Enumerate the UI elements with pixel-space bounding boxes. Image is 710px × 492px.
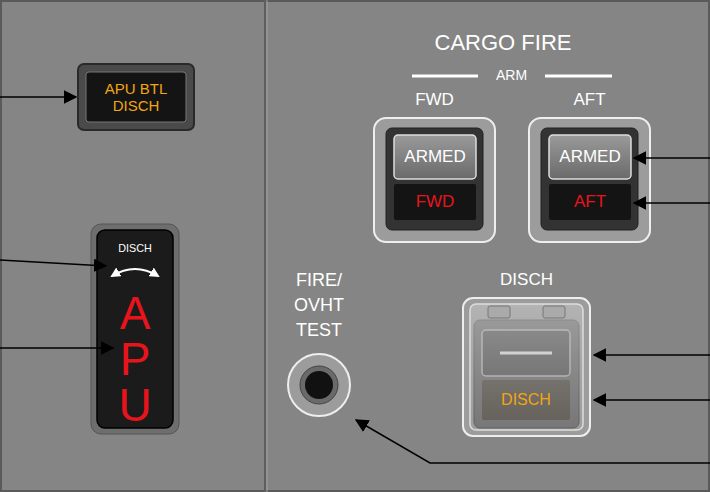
light-legend: DISCH bbox=[501, 391, 551, 409]
light-legend: APU BTL DISCH bbox=[93, 80, 179, 115]
button-outline bbox=[286, 352, 352, 418]
cargo-fire-arm-switch: FWDARMEDFWD bbox=[374, 118, 495, 242]
handle-legend: DISCH bbox=[97, 242, 173, 254]
handle-legend: APU bbox=[112, 290, 158, 428]
cargo-discharge-switch: DISCHDISCH bbox=[463, 298, 590, 436]
light-legend: ARMED bbox=[404, 147, 465, 167]
discharge-light: DISCH bbox=[482, 380, 570, 420]
fire-warning-light: FWD bbox=[394, 184, 476, 220]
fire-overheat-test-button: FIRE/ OVHT TEST bbox=[286, 352, 352, 418]
group-label: ARM bbox=[478, 67, 545, 84]
light-legend: AFT bbox=[574, 192, 606, 212]
switch-heading: AFT bbox=[529, 88, 650, 112]
cargo-fire-arm-switch: AFTARMEDAFT bbox=[529, 118, 650, 242]
armed-light: ARMED bbox=[394, 135, 476, 179]
button-heading: FIRE/ OVHT TEST bbox=[284, 268, 354, 344]
fire-warning-light: AFT bbox=[549, 184, 631, 220]
panel-title: CARGO FIRE bbox=[403, 30, 603, 56]
switch-heading: FWD bbox=[374, 88, 495, 112]
light-legend: ARMED bbox=[559, 147, 620, 167]
light-legend: FWD bbox=[416, 192, 455, 212]
armed-light: ARMED bbox=[549, 135, 631, 179]
apu-bottle-discharge-light: APU BTL DISCH bbox=[86, 72, 186, 122]
switch-heading: DISCH bbox=[463, 268, 590, 292]
apu-fire-handle: DISCH APU bbox=[97, 230, 173, 428]
